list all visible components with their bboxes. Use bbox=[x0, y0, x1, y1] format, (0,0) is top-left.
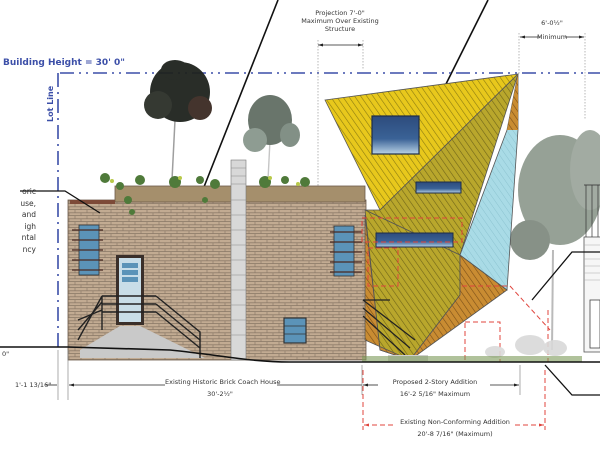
ground-line bbox=[0, 346, 600, 363]
setback-label: Minimum bbox=[536, 33, 568, 41]
setback-value: 6'-0½" bbox=[541, 19, 563, 27]
addition-window-low bbox=[375, 232, 454, 248]
coach-house-label: Existing Historic Brick Coach House bbox=[165, 378, 281, 386]
coach-house bbox=[67, 159, 367, 361]
nonconforming-label: Existing Non-Conforming Addition bbox=[400, 418, 510, 426]
left-offset-dim: 1'-1 13/16" bbox=[15, 381, 52, 389]
tree-dark bbox=[144, 60, 212, 181]
ground-level-label: 0" bbox=[2, 350, 10, 358]
shrubs bbox=[485, 335, 567, 358]
lot-line-label: Lot Line bbox=[46, 85, 55, 122]
left-callout-text: oric use, and igh ntal ncy bbox=[20, 187, 36, 254]
leader-line-roof bbox=[199, 0, 279, 198]
addition-window-large bbox=[371, 115, 420, 155]
window-small bbox=[283, 317, 307, 344]
coach-house-dim: 30'-2½" bbox=[207, 390, 233, 398]
nonconforming-dim: 20'-8 7/16" (Maximum) bbox=[417, 430, 493, 438]
projection-note: Projection 7'-0" Maximum Over Existing S… bbox=[301, 9, 379, 33]
window-right bbox=[333, 225, 355, 277]
building-height-label: Building Height = 30' 0" bbox=[3, 58, 125, 68]
addition-dim: 16'-2 5/16" Maximum bbox=[399, 390, 471, 398]
addition-label: Proposed 2-Story Addition bbox=[392, 378, 478, 386]
neighbor-house bbox=[583, 184, 600, 353]
tree-light bbox=[243, 95, 300, 181]
tree-right bbox=[510, 130, 600, 351]
addition-window-mid bbox=[415, 181, 462, 194]
